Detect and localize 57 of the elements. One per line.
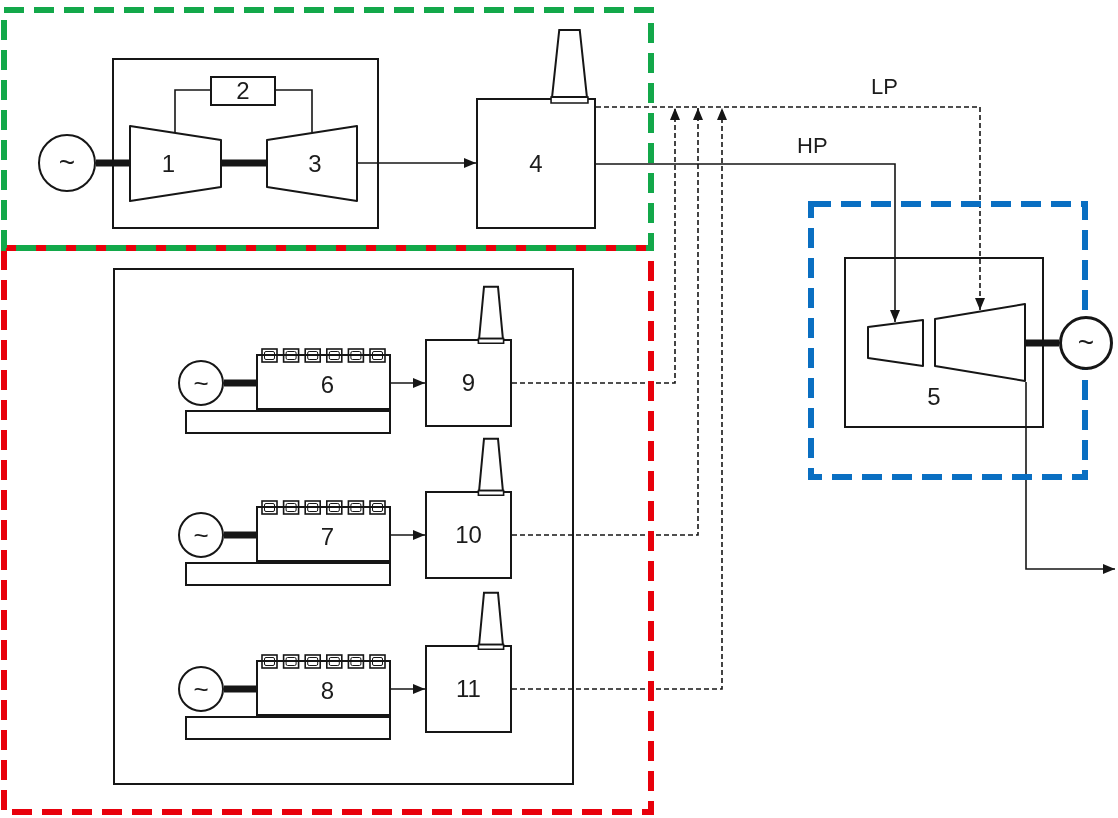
component-number: 6 <box>320 373 335 397</box>
dashed-boundary <box>1 7 654 251</box>
arrow <box>390 530 426 540</box>
component-number: 11 <box>456 677 481 701</box>
generator-label: ~ <box>193 522 209 548</box>
shaft-line <box>224 685 256 693</box>
shaft-line <box>224 531 256 539</box>
compressor-symbol <box>129 125 222 202</box>
shaft-line <box>224 379 256 387</box>
dashed-arrow <box>511 107 680 384</box>
engine-block <box>256 348 391 410</box>
arrow <box>595 163 900 323</box>
component-number: 1 <box>161 151 176 176</box>
combustor-block <box>210 76 276 106</box>
arrow <box>390 378 426 388</box>
component-number: 3 <box>308 151 322 176</box>
turbine-symbol <box>266 125 358 202</box>
component-number: 5 <box>927 385 941 409</box>
arrow <box>390 684 426 694</box>
engine-block <box>256 500 391 562</box>
shaft-line <box>96 159 129 167</box>
component-number: 7 <box>320 525 335 549</box>
component-number: 2 <box>236 79 250 103</box>
component-number: 9 <box>461 371 476 395</box>
dashed-arrow <box>511 107 703 536</box>
dashed-boundary <box>1 245 654 815</box>
generator-label: ~ <box>58 149 76 177</box>
generator-symbol <box>38 134 96 192</box>
base-plate <box>185 562 391 586</box>
generator-symbol <box>178 666 224 712</box>
boiler-block <box>425 645 512 733</box>
base-plate <box>185 716 391 740</box>
unit-enclosure <box>112 58 379 229</box>
turbine-symbol <box>867 319 924 367</box>
boiler-block <box>476 98 596 229</box>
engine-block <box>256 654 391 716</box>
component-number: 4 <box>529 151 543 176</box>
connector-line <box>275 89 313 133</box>
turbine-enclosure <box>844 257 1044 428</box>
turbine-symbol <box>934 303 1026 382</box>
generator-symbol <box>178 512 224 558</box>
boiler-block <box>425 491 512 579</box>
component-number: 10 <box>455 523 482 547</box>
generator-label: ~ <box>1077 329 1095 357</box>
arrow <box>1025 381 1116 574</box>
generator-symbol <box>178 360 224 406</box>
connector-line <box>174 89 211 133</box>
generator-symbol <box>1059 316 1113 370</box>
boiler-block <box>425 339 512 427</box>
base-plate <box>185 410 391 434</box>
unit-enclosure <box>113 268 574 785</box>
dashed-arrow <box>511 107 727 690</box>
generator-label: ~ <box>193 370 209 396</box>
arrow <box>357 158 477 168</box>
dashed-arrow <box>595 106 985 311</box>
component-number: 8 <box>320 679 335 703</box>
generator-label: ~ <box>193 676 209 702</box>
